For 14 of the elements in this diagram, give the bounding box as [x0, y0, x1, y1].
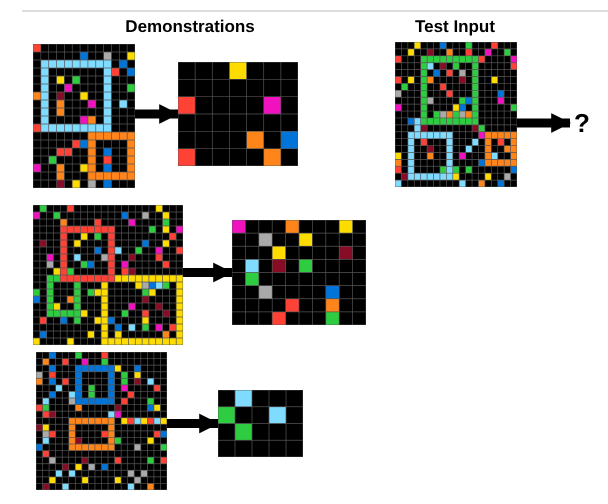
grid-drawing [36, 352, 167, 490]
question-mark: ? [570, 105, 594, 141]
grid-drawing [33, 44, 135, 188]
grid-drawing [232, 220, 366, 325]
grid-drawing [395, 42, 517, 187]
grid-drawing [178, 62, 298, 166]
arrow [135, 104, 179, 124]
section-heading: Demonstrations [125, 17, 255, 37]
section-heading: Test Input [415, 17, 495, 37]
arrow [517, 113, 571, 133]
arrow [183, 262, 233, 282]
arrow [167, 414, 219, 434]
grid-drawing [218, 390, 303, 457]
grid-drawing [33, 205, 183, 345]
